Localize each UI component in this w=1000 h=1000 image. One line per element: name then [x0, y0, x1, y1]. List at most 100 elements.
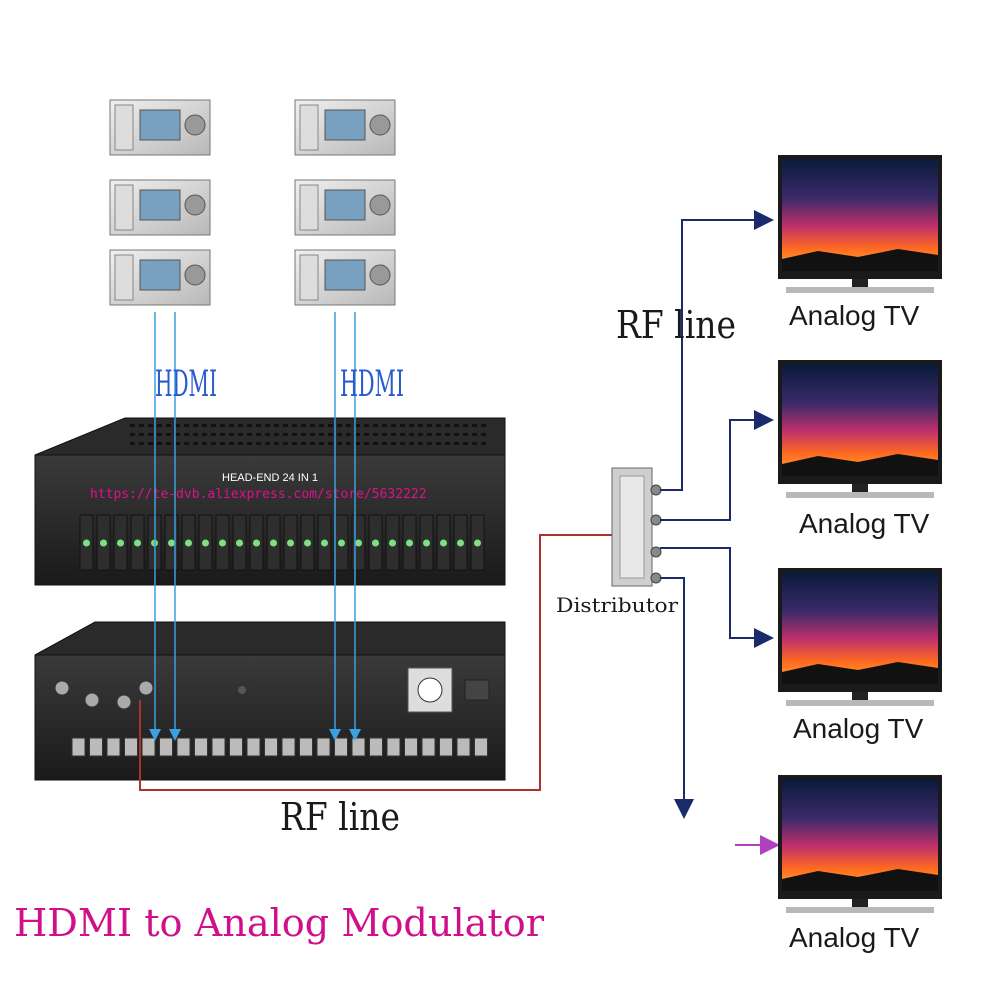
vent-slot	[319, 442, 324, 445]
vent-slot	[400, 433, 405, 436]
distribution-lines	[660, 210, 774, 819]
vent-slot	[139, 433, 144, 436]
hdmi-input-port	[421, 737, 436, 757]
vent-slot	[256, 424, 261, 427]
vent-slot	[391, 442, 396, 445]
vent-slot	[355, 442, 360, 445]
vent-slot	[193, 433, 198, 436]
module-led	[100, 539, 107, 547]
set-top-box-group-left	[109, 99, 211, 306]
tv-neck	[852, 899, 868, 907]
module-led	[117, 539, 124, 547]
vent-slot	[274, 433, 279, 436]
tv-label: Analog TV	[799, 508, 930, 539]
hdmi-input-port	[281, 737, 296, 757]
vent-slot	[238, 442, 243, 445]
distributor-device	[611, 467, 662, 587]
module-led	[287, 539, 294, 547]
vent-slot	[193, 442, 198, 445]
vent-slot	[184, 442, 189, 445]
vent-slot	[427, 424, 432, 427]
diagram-title: HDMI to Analog Modulator	[14, 901, 545, 945]
vent-slot	[292, 433, 297, 436]
vent-slot	[346, 424, 351, 427]
vent-slot	[337, 433, 342, 436]
hdmi-input-port	[106, 737, 121, 757]
vent-slot	[427, 442, 432, 445]
vent-slot	[382, 424, 387, 427]
vent-slot	[463, 442, 468, 445]
vent-slot	[436, 424, 441, 427]
vent-slot	[409, 433, 414, 436]
set-top-box	[109, 179, 211, 236]
vent-slot	[364, 442, 369, 445]
hdmi-input-port	[71, 737, 86, 757]
vent-slot	[247, 424, 252, 427]
vent-slot	[184, 433, 189, 436]
vent-slot	[292, 442, 297, 445]
hdmi-input-port	[316, 737, 331, 757]
module-led	[83, 539, 90, 547]
vent-slot	[319, 424, 324, 427]
vent-slot	[373, 433, 378, 436]
vent-slot	[211, 433, 216, 436]
vent-slot	[265, 433, 270, 436]
vent-slot	[301, 433, 306, 436]
vent-slot	[148, 433, 153, 436]
store-watermark: https://te-dvb.aliexpress.com/store/5632…	[90, 487, 427, 502]
vent-slot	[202, 433, 207, 436]
vent-slot	[301, 424, 306, 427]
vent-slot	[202, 424, 207, 427]
vent-slot	[364, 433, 369, 436]
tv-stand	[786, 287, 934, 293]
vent-slot	[391, 433, 396, 436]
set-top-box-group-right	[294, 99, 396, 306]
module-led	[355, 539, 362, 547]
vent-slot	[355, 424, 360, 427]
vent-slot	[472, 433, 477, 436]
vent-slot	[328, 433, 333, 436]
vent-slot	[418, 442, 423, 445]
vent-slot	[139, 424, 144, 427]
vent-slot	[310, 433, 315, 436]
vent-slot	[391, 424, 396, 427]
vent-slot	[175, 433, 180, 436]
hdmi-label-right: HDMI	[340, 364, 404, 405]
hdmi-input-port	[299, 737, 313, 757]
vent-slot	[238, 433, 243, 436]
vent-slot	[148, 442, 153, 445]
hdmi-input-port	[124, 737, 138, 757]
headend-front-rack: HEAD-END 24 IN 1 https://te-dvb.aliexpre…	[34, 417, 506, 586]
vent-slot	[481, 442, 486, 445]
vent-slot	[130, 424, 135, 427]
vent-slot	[463, 424, 468, 427]
vent-slot	[211, 424, 216, 427]
tv-stand	[786, 492, 934, 498]
vent-slot	[193, 424, 198, 427]
vent-slot	[283, 424, 288, 427]
vent-slot	[256, 442, 261, 445]
set-top-box	[294, 179, 396, 236]
vent-slot	[418, 424, 423, 427]
vent-slot	[454, 442, 459, 445]
vent-slot	[409, 442, 414, 445]
module-led	[168, 539, 175, 547]
set-top-box	[294, 99, 396, 156]
vent-slot	[220, 442, 225, 445]
tv-stand	[786, 907, 934, 913]
module-led	[474, 539, 481, 547]
module-led	[457, 539, 464, 547]
distributor-label: Distributor	[556, 593, 678, 617]
module-led	[423, 539, 430, 547]
module-led	[321, 539, 328, 547]
analog-tv: Analog TV	[778, 155, 942, 331]
hdmi-input-port	[159, 737, 173, 757]
vent-slot	[328, 424, 333, 427]
vent-slot	[454, 424, 459, 427]
rack-vents	[130, 424, 486, 445]
vent-slot	[418, 433, 423, 436]
tv-neck	[852, 484, 868, 492]
hdmi-input-port	[176, 737, 191, 757]
module-led	[338, 539, 345, 547]
